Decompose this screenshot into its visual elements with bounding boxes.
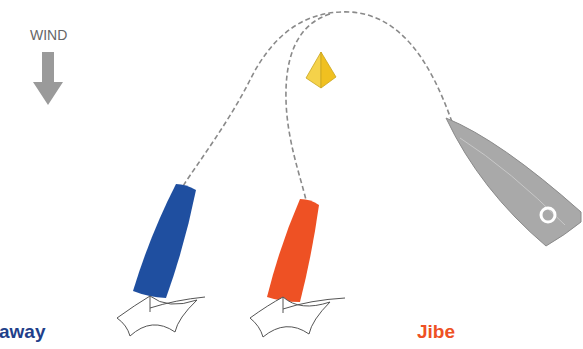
blue-course [183, 12, 452, 186]
mark-buoy [306, 52, 336, 88]
blue-boat [117, 184, 205, 336]
maneuver-label: Jibe [417, 321, 455, 343]
orange-boat [250, 199, 345, 337]
maneuver-label: away [0, 321, 45, 343]
grey-boat [446, 118, 581, 246]
wind-arrow [33, 52, 63, 105]
orange-course [286, 14, 330, 200]
wind-label: WIND [30, 27, 67, 43]
